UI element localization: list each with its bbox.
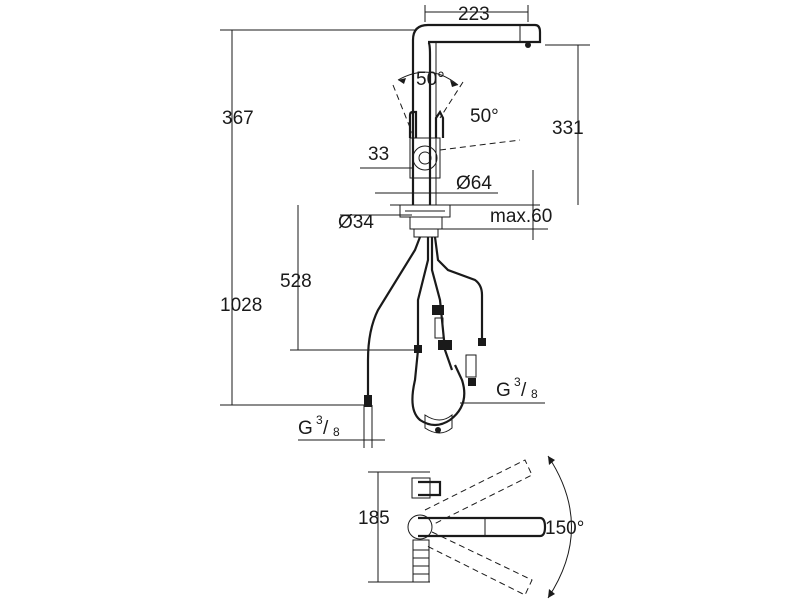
svg-text:G: G bbox=[496, 380, 511, 401]
dimension-lines bbox=[220, 5, 590, 448]
spout-height-label: 331 bbox=[552, 118, 584, 139]
svg-text:/: / bbox=[323, 418, 329, 439]
reach-label: 223 bbox=[458, 4, 490, 25]
base-diameter-label: Ø64 bbox=[456, 173, 492, 194]
faucet-side-view bbox=[390, 23, 542, 238]
lever-offset-label: 33 bbox=[368, 144, 389, 165]
max-thickness-label: max.60 bbox=[490, 206, 552, 227]
hoses bbox=[364, 236, 486, 434]
hole-diameter-label: Ø34 bbox=[338, 212, 374, 233]
angle-lever-label: 50° bbox=[416, 69, 445, 90]
svg-text:3: 3 bbox=[514, 375, 521, 389]
total-height-label: 367 bbox=[222, 108, 254, 129]
svg-text:8: 8 bbox=[531, 387, 538, 401]
total-hose-label: 1028 bbox=[220, 295, 262, 316]
svg-text:/: / bbox=[521, 380, 527, 401]
connection-left-label: G 3 / 8 bbox=[298, 413, 340, 439]
svg-text:8: 8 bbox=[333, 425, 340, 439]
svg-text:G: G bbox=[298, 418, 313, 439]
swivel-angle-label: 150° bbox=[545, 518, 584, 539]
faucet-top-view bbox=[368, 455, 572, 599]
connection-right-label: G 3 / 8 bbox=[496, 375, 538, 401]
depth-label: 185 bbox=[358, 508, 390, 529]
svg-text:3: 3 bbox=[316, 413, 323, 427]
hose-length-label: 528 bbox=[280, 271, 312, 292]
angle-lever-2-label: 50° bbox=[470, 106, 499, 127]
